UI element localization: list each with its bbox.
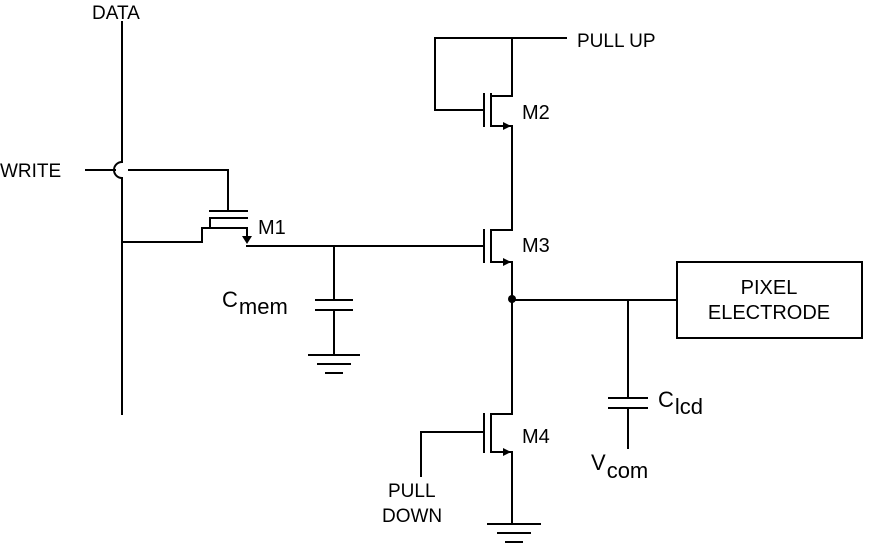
m2-transistor bbox=[484, 92, 512, 210]
m4-arrow bbox=[503, 448, 511, 456]
c-mem-label: Cmem bbox=[222, 287, 288, 319]
pixel-electrode-label-line1: PIXEL bbox=[741, 277, 798, 299]
pull-down-label-line1: PULL bbox=[388, 481, 436, 502]
m2-label: M2 bbox=[522, 102, 550, 124]
v-com-label: Vcom bbox=[591, 450, 648, 483]
output-node bbox=[508, 295, 677, 412]
m4-label: M4 bbox=[522, 426, 550, 448]
write-label: WRITE bbox=[0, 161, 61, 182]
c-mem-ground-icon bbox=[309, 355, 359, 373]
m1-label: M1 bbox=[258, 217, 286, 239]
pull-up-label: PULL UP bbox=[577, 31, 656, 52]
m3-arrow bbox=[503, 258, 511, 266]
data-label: DATA bbox=[92, 3, 140, 24]
pixel-electrode-label-line2: ELECTRODE bbox=[708, 302, 830, 324]
m3-label: M3 bbox=[522, 235, 550, 257]
m3-transistor bbox=[484, 210, 512, 300]
pixel-electrode-box bbox=[677, 262, 862, 338]
m4-ground-icon bbox=[488, 524, 540, 542]
c-mem-capacitor bbox=[316, 246, 352, 355]
m2-arrow bbox=[503, 122, 511, 130]
write-line bbox=[86, 170, 228, 211]
m1-transistor bbox=[122, 211, 252, 244]
c-lcd-capacitor bbox=[609, 300, 647, 448]
m1-arrow bbox=[242, 236, 252, 244]
data-line bbox=[114, 22, 122, 414]
c-lcd-label: Clcd bbox=[658, 387, 703, 419]
pull-down-label-line2: DOWN bbox=[382, 506, 442, 527]
pull-up-rail bbox=[435, 38, 566, 110]
